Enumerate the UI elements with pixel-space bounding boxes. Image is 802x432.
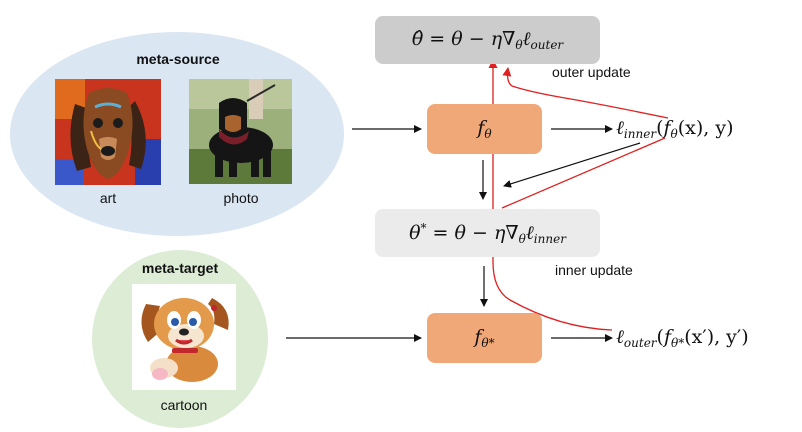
f-theta-label: fθ [477,117,492,141]
outer-update-label: outer update [552,64,631,80]
dog-painting-icon [55,79,161,185]
photo-image [189,79,292,184]
outer-gradient-path-arrow [488,59,613,331]
f-theta-model-box: fθ [427,104,542,154]
photo-caption: photo [223,190,259,206]
outer-update-equation: θ̂ = θ − η∇θℓouter [411,28,564,52]
f-theta-star-label: fθ* [474,326,495,350]
inner-loss-expression: ℓinner(fθ(x), y) [616,117,734,141]
outer-update-curve-arrow [502,67,669,119]
outer-loss-expression: ℓouter(fθ*(x′), y′) [616,326,749,350]
inner-update-equation: θ* = θ − η∇θℓinner [409,220,566,246]
cartoon-caption: cartoon [160,397,208,413]
inner-update-label: inner update [555,262,633,278]
cartoon-image [132,284,236,390]
outer-update-equation-box: θ̂ = θ − η∇θℓouter [375,16,600,64]
cartoon-dog-icon [132,284,236,390]
inner-update-equation-box: θ* = θ − η∇θℓinner [375,209,600,257]
inner-to-outer-red-line [501,137,666,209]
f-theta-star-model-box: fθ* [427,313,542,363]
inner-gradient-arrow [503,142,641,188]
art-image [55,79,161,185]
meta-source-title: meta-source [136,51,220,67]
meta-target-title: meta-target [141,260,219,276]
dog-photo-icon [189,79,292,184]
art-caption: art [99,190,117,206]
